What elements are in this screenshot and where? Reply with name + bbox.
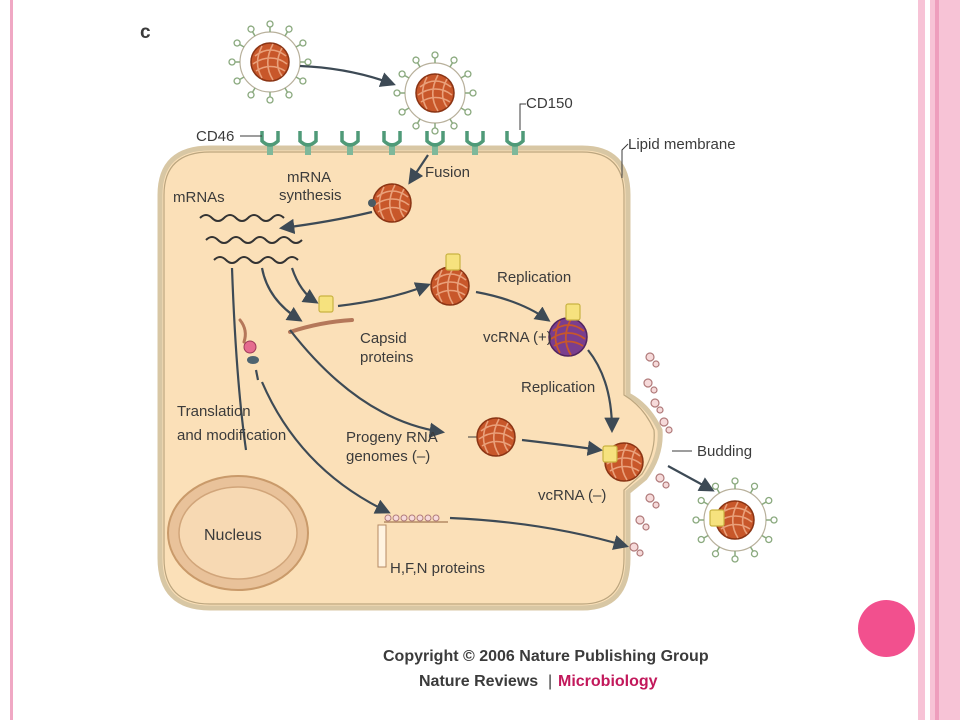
- incoming-virus: [228, 20, 312, 104]
- translation-arrow: [260, 381, 391, 514]
- fusion-arrow: [408, 154, 429, 185]
- mrna-synthesis-arrow: [278, 210, 373, 235]
- lipid-membrane-line: [163, 151, 655, 605]
- nucleus: [167, 475, 309, 591]
- slide-frame-left: [10, 0, 13, 720]
- progeny-label-1: Progeny RNA: [346, 429, 438, 446]
- translation-label-2: and modification: [177, 427, 286, 444]
- mrna-synthesis-label-2: synthesis: [279, 187, 342, 204]
- hfn-protein-vesicle: [377, 514, 448, 568]
- capsid-arrow: [260, 267, 303, 322]
- mrna-strands: [199, 214, 303, 264]
- replication-top-label: Replication: [497, 269, 571, 286]
- replication-top-arrow: [475, 290, 551, 322]
- panel-letter: c: [140, 22, 151, 43]
- vcrna-plus-label: vcRNA (+): [483, 329, 552, 346]
- progeny-arrow: [289, 329, 446, 438]
- capsid-to-assembly-arrow: [337, 282, 431, 308]
- capsid-label-1: Capsid: [360, 330, 407, 347]
- capsid-protein-arrow: [290, 267, 319, 304]
- capsid-protein-icon: [318, 295, 334, 313]
- cd150-label: CD150: [526, 95, 573, 112]
- vcrna-minus-label: vcRNA (–): [538, 487, 606, 504]
- cd150-leader: [519, 103, 526, 130]
- translation-up-stub: [254, 369, 260, 381]
- hfn-to-membrane-arrow: [449, 516, 629, 550]
- nucleus-label: Nucleus: [204, 527, 262, 544]
- translation-path: [230, 267, 248, 451]
- replication-mid-label: Replication: [521, 379, 595, 396]
- fusion-label: Fusion: [425, 164, 470, 181]
- budded-virion: [692, 477, 778, 563]
- budding-label: Budding: [697, 443, 752, 460]
- journal-name: Microbiology: [558, 673, 658, 690]
- budding-arrow: [667, 465, 715, 492]
- translation-label-1: Translation: [177, 403, 251, 420]
- vcrna-plus: [548, 303, 588, 357]
- slide-frame-right-line: [935, 0, 939, 720]
- cd46-label: CD46: [196, 128, 234, 145]
- progeny-to-vcrna-arrow: [521, 438, 604, 456]
- copyright-line: Copyright © 2006 Nature Publishing Group: [383, 648, 709, 665]
- capsid-label-2: proteins: [360, 349, 413, 366]
- lipid-membrane-label: Lipid membrane: [628, 136, 736, 153]
- decorative-pink-circle: [858, 600, 915, 657]
- ribosome-icon: [238, 318, 259, 364]
- replication-mid-arrow: [587, 349, 620, 434]
- progeny-label-2: genomes (–): [346, 448, 430, 465]
- hfn-proteins-label: H,F,N proteins: [390, 560, 485, 577]
- lipid-membrane-leader: [621, 143, 629, 178]
- membrane-glycoproteins: [629, 352, 673, 557]
- slide-frame-right-inner: [918, 0, 925, 720]
- publisher-name: Nature Reviews: [419, 673, 538, 690]
- mrna-synthesis-label-1: mRNA: [287, 169, 331, 186]
- mrnas-label: mRNAs: [173, 189, 225, 206]
- capsid-strand: [288, 318, 354, 334]
- attachment-arrow: [299, 64, 396, 87]
- released-nucleocapsid: [368, 183, 412, 223]
- attaching-virus: [393, 51, 477, 135]
- progeny-genome: [476, 417, 516, 457]
- publisher-separator: |: [548, 673, 552, 690]
